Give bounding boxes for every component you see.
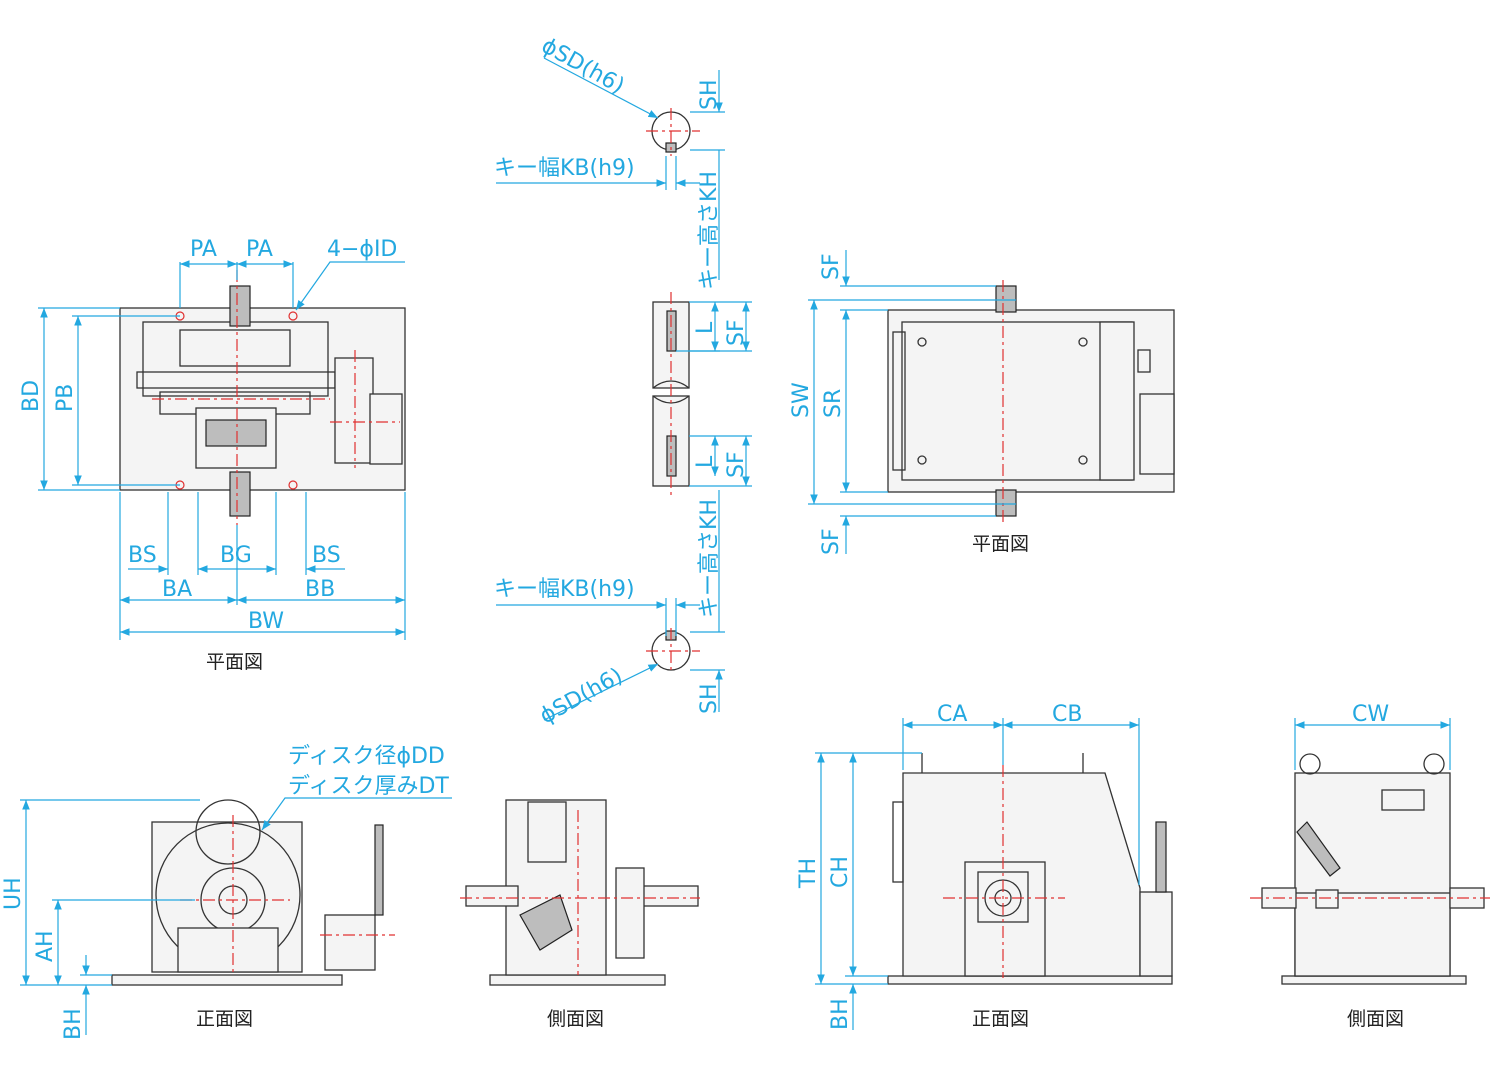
dim-ba: BA bbox=[162, 577, 192, 602]
plan-view-left bbox=[119, 270, 406, 525]
dim-bh-left: BH bbox=[61, 1008, 86, 1040]
dim-kh-top: キー高さKH bbox=[697, 171, 722, 290]
caption-front-right: 正面図 bbox=[972, 1008, 1029, 1030]
dim-sf-right-top: SF bbox=[819, 253, 844, 280]
dim-sd-top: ϕSD(h6) bbox=[537, 33, 628, 99]
dim-l-bottom: L bbox=[693, 455, 718, 468]
dim-bs-right: BS bbox=[312, 543, 341, 568]
side-view-right bbox=[1250, 753, 1490, 985]
dim-uh: UH bbox=[1, 877, 26, 910]
plan-view-left-dimensions bbox=[38, 260, 406, 640]
plan-view-right bbox=[887, 280, 1175, 522]
dim-bb: BB bbox=[305, 577, 335, 602]
dim-sw: SW bbox=[789, 382, 814, 418]
dim-bh-right: BH bbox=[828, 998, 853, 1030]
side-view-right-dimensions bbox=[1294, 718, 1451, 770]
dim-sf-bottom: SF bbox=[724, 451, 749, 478]
front-view-right-dimensions bbox=[815, 718, 1140, 1030]
dim-kh-bottom: キー高さKH bbox=[697, 499, 722, 618]
dim-sh-bottom: SH bbox=[697, 683, 722, 714]
dim-sh-top: SH bbox=[697, 79, 722, 110]
dim-ah: AH bbox=[33, 930, 58, 962]
dim-pa-left: PA bbox=[190, 237, 217, 262]
dim-kb-top: キー幅KB(h9) bbox=[494, 156, 635, 181]
shaft-detail-dimensions bbox=[496, 57, 752, 721]
caption-plan-left: 平面図 bbox=[206, 651, 263, 673]
dim-bd: BD bbox=[19, 380, 44, 412]
side-view-left bbox=[460, 799, 700, 986]
caption-side-left: 側面図 bbox=[547, 1008, 604, 1030]
dim-bs-left: BS bbox=[128, 543, 157, 568]
dim-kb-bottom: キー幅KB(h9) bbox=[494, 577, 635, 602]
front-view-left bbox=[111, 799, 395, 986]
dim-sr: SR bbox=[821, 389, 846, 418]
dim-sd-bottom: ϕSD(h6) bbox=[536, 663, 627, 729]
dim-sf-right-bottom: SF bbox=[819, 528, 844, 555]
dim-ca: CA bbox=[937, 702, 967, 727]
front-view-left-dimensions bbox=[20, 797, 452, 1035]
caption-side-right: 側面図 bbox=[1347, 1008, 1404, 1030]
shaft-detail bbox=[646, 108, 700, 674]
dim-cb: CB bbox=[1052, 702, 1082, 727]
dim-pa-right: PA bbox=[246, 237, 273, 262]
dim-sf-top: SF bbox=[724, 319, 749, 346]
dim-bw: BW bbox=[248, 609, 284, 634]
front-view-right bbox=[887, 753, 1173, 985]
dim-id: 4−ϕID bbox=[327, 237, 397, 262]
dim-dt: ディスク厚みDT bbox=[288, 774, 449, 799]
dim-cw: CW bbox=[1352, 702, 1389, 727]
dim-dd: ディスク径ϕDD bbox=[288, 744, 445, 769]
dim-l-top: L bbox=[693, 321, 718, 334]
dim-th: TH bbox=[796, 858, 821, 889]
dim-ch: CH bbox=[828, 856, 853, 888]
dim-bg: BG bbox=[220, 543, 252, 568]
caption-plan-right: 平面図 bbox=[972, 533, 1029, 555]
caption-front-left: 正面図 bbox=[196, 1008, 253, 1030]
plan-view-right-dimensions bbox=[808, 250, 1016, 554]
dim-pb: PB bbox=[53, 384, 78, 412]
